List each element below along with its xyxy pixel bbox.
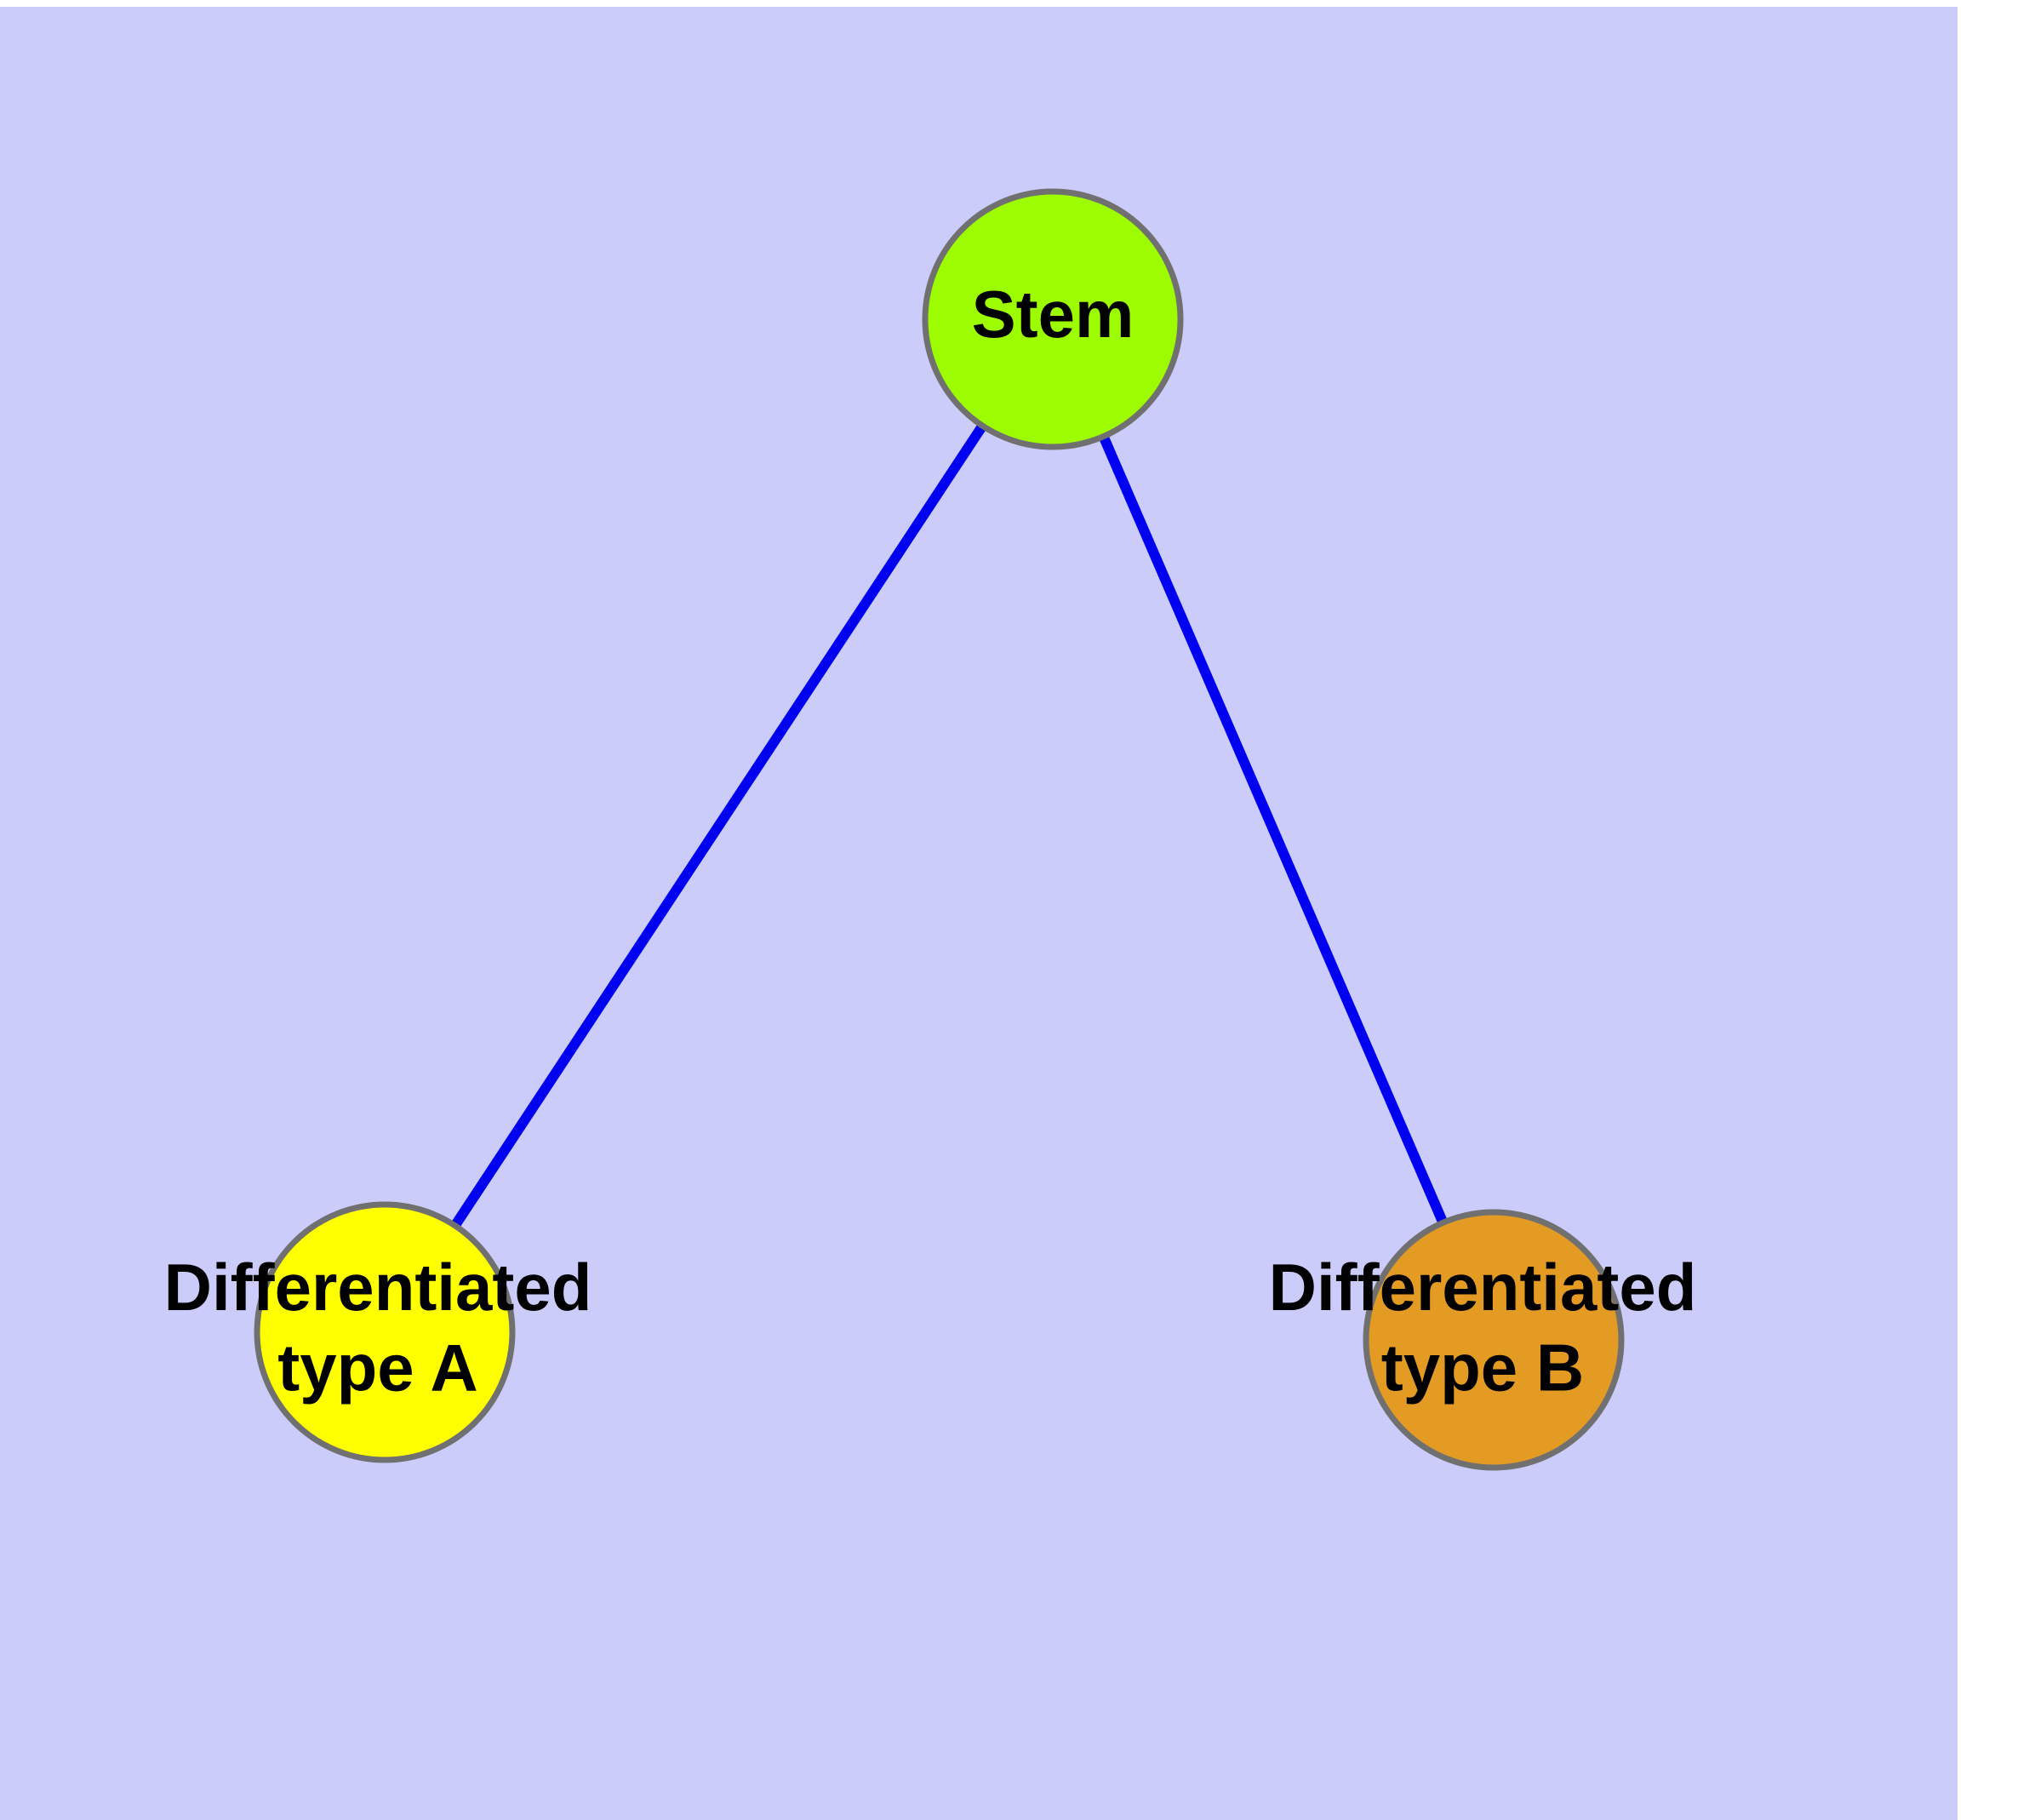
graph-node-label-stem: Stem: [972, 277, 1135, 352]
graph-edge-stem-to-b[interactable]: [1048, 317, 1499, 1342]
edges-layer: [380, 316, 1499, 1342]
nodes-layer: [254, 188, 1625, 1471]
graph-node-diff_a[interactable]: [254, 1201, 516, 1463]
graph-node-label-line: Differentiated: [164, 1250, 592, 1325]
graph-edge-stem-to-a[interactable]: [380, 316, 1058, 1336]
graph-node-label-line: Stem: [972, 277, 1135, 352]
graph-node-stem[interactable]: [922, 188, 1184, 450]
graph-node-label-line: type A: [277, 1330, 478, 1405]
graph-node-diff_b[interactable]: [1363, 1209, 1625, 1471]
graph-node-label-line: type B: [1381, 1330, 1584, 1405]
graph-node-label-line: Differentiated: [1269, 1250, 1697, 1325]
